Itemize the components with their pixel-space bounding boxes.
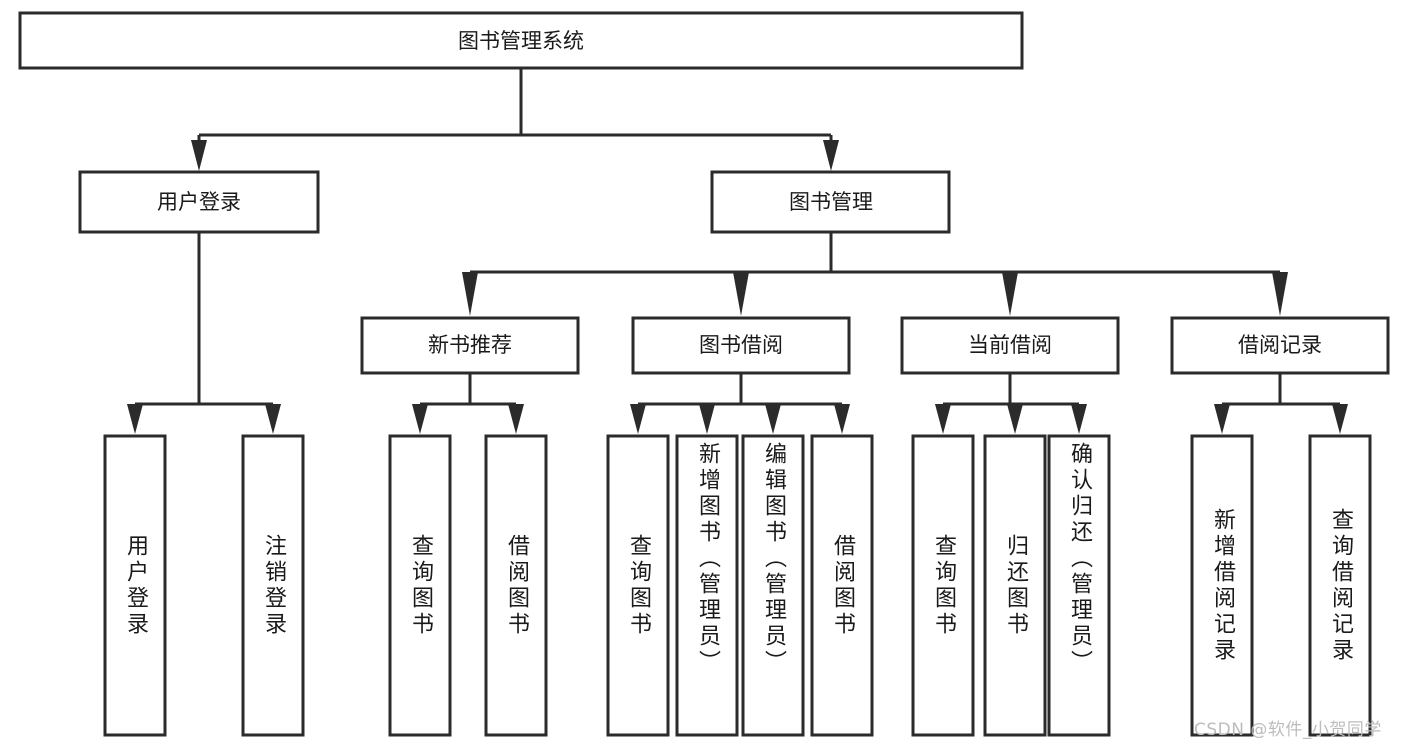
node-layer: 图书管理系统 用户登录 图书管理 新书推荐 图书借阅 — [18, 11, 1390, 737]
leaf-logout-box[interactable] — [241, 434, 305, 737]
csdn-watermark: CSDN @软件_小贺同学 — [1194, 720, 1382, 740]
leaf-return-book-box[interactable] — [983, 434, 1047, 737]
node-root[interactable]: 图书管理系统 — [18, 11, 1024, 70]
node-book-borrow-label: 图书借阅 — [699, 333, 783, 357]
leaf-add-record-box[interactable] — [1190, 434, 1254, 737]
node-user-login-label: 用户登录 — [157, 190, 241, 214]
arrowhead-leaf-edit-book — [765, 404, 781, 434]
leaf-query-book-2-box[interactable] — [606, 434, 670, 737]
leaf-user-login-box[interactable] — [103, 434, 167, 737]
leaf-add-book-box[interactable] — [675, 434, 739, 737]
node-current-borrow[interactable]: 当前借阅 — [900, 316, 1120, 375]
arrowhead-leaf-logout — [265, 404, 281, 434]
node-new-book-recommend-label: 新书推荐 — [428, 333, 512, 357]
arrowhead-borrow-record — [1272, 272, 1288, 316]
arrowhead-book-management — [823, 140, 839, 171]
arrowhead-leaf-query-record — [1332, 404, 1348, 434]
leaf-borrow-book-1-box[interactable] — [484, 434, 548, 737]
node-book-borrow[interactable]: 图书借阅 — [631, 316, 851, 375]
node-user-login[interactable]: 用户登录 — [78, 170, 320, 234]
node-borrow-record-label: 借阅记录 — [1238, 333, 1322, 357]
arrowhead-leaf-add-record — [1214, 404, 1230, 434]
node-borrow-record-box[interactable] — [1170, 316, 1390, 375]
leaf-confirm-return-box[interactable] — [1047, 434, 1111, 737]
node-new-book-recommend-box[interactable] — [360, 316, 580, 375]
node-root-label: 图书管理系统 — [458, 29, 584, 53]
connector-layer — [127, 68, 1348, 434]
leaf-edit-book-box[interactable] — [741, 434, 805, 737]
arrowhead-leaf-query-book-2 — [630, 404, 646, 434]
node-user-login-box[interactable] — [78, 170, 320, 234]
arrowhead-leaf-return-book — [1007, 404, 1023, 434]
node-book-management[interactable]: 图书管理 — [710, 170, 951, 234]
arrowhead-leaf-user-login — [127, 404, 143, 434]
arrowhead-current-borrow — [1002, 272, 1018, 316]
arrowhead-user-login — [191, 140, 207, 171]
leaf-query-record-box[interactable] — [1308, 434, 1372, 737]
arrowhead-leaf-query-book-1 — [412, 404, 428, 434]
node-new-book-recommend[interactable]: 新书推荐 — [360, 316, 580, 375]
arrowhead-new-book-recommend — [462, 272, 478, 316]
node-borrow-record[interactable]: 借阅记录 — [1170, 316, 1390, 375]
node-root-box[interactable] — [18, 11, 1024, 70]
arrowhead-leaf-borrow-book-1 — [508, 404, 524, 434]
leaf-borrow-book-2-box[interactable] — [810, 434, 874, 737]
node-book-management-label: 图书管理 — [789, 190, 873, 214]
arrowhead-leaf-confirm-return — [1071, 404, 1087, 434]
node-current-borrow-label: 当前借阅 — [968, 333, 1052, 357]
node-book-borrow-box[interactable] — [631, 316, 851, 375]
leaf-query-book-3-box[interactable] — [911, 434, 975, 737]
arrowhead-book-borrow — [733, 272, 749, 316]
leaf-query-book-1-box[interactable] — [388, 434, 452, 737]
arrowhead-leaf-add-book — [699, 404, 715, 434]
node-current-borrow-box[interactable] — [900, 316, 1120, 375]
arrowhead-leaf-borrow-book-2 — [834, 404, 850, 434]
arrowhead-leaf-query-book-3 — [935, 404, 951, 434]
node-book-management-box[interactable] — [710, 170, 951, 234]
